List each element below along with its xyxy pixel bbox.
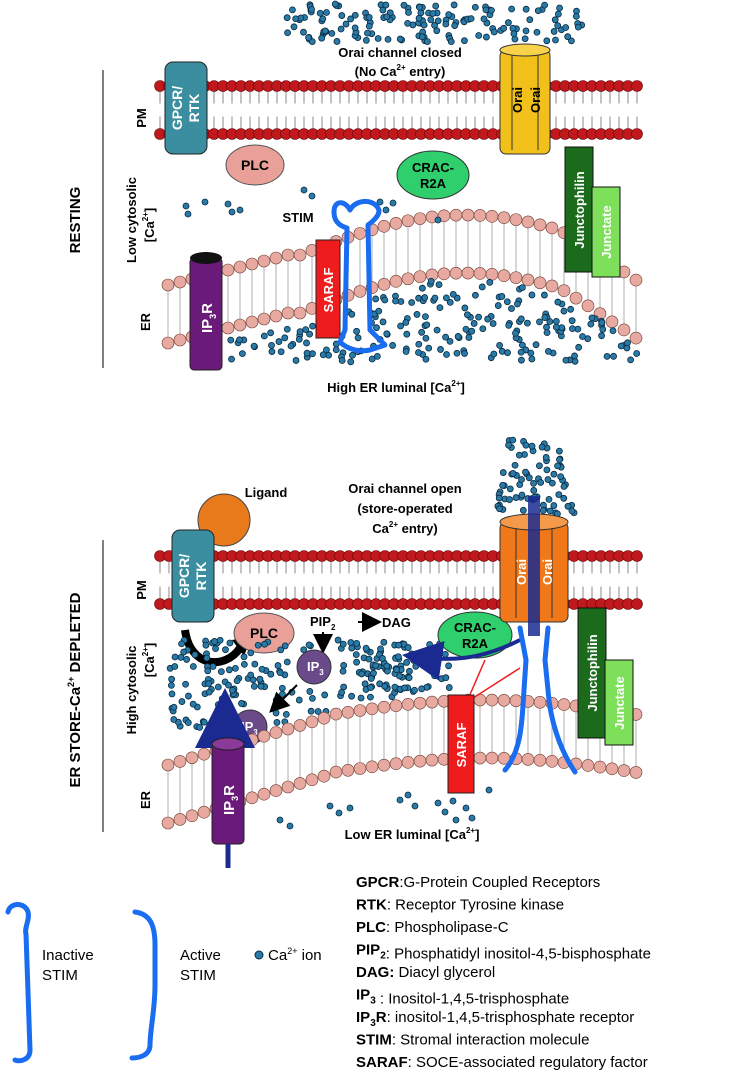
er-label: ER: [138, 312, 153, 331]
er-luminal-calcium-ions: [227, 277, 641, 366]
plc-2: [233, 612, 295, 654]
stim-active: [502, 625, 578, 775]
junctate-label: Junctate: [599, 205, 614, 258]
plasma-membrane: [154, 80, 643, 140]
ca-ion-symbol: [254, 950, 264, 960]
plc-label: PLC: [241, 157, 269, 173]
plc: [225, 144, 285, 186]
crac-label-2a: CRAC-: [454, 620, 496, 635]
junctate: [591, 186, 621, 278]
inactive-stim-label-1: Inactive: [42, 947, 94, 964]
junctate-label-2: Junctate: [612, 676, 627, 729]
ligand-label: Ligand: [245, 485, 288, 500]
pm-label-2: PM: [134, 580, 149, 600]
gpcr-label-2: GPCR/: [176, 554, 192, 598]
ip3r-label-2: IP3R: [221, 785, 240, 815]
orai-open-label-1: Orai: [514, 559, 529, 585]
crac-r2a: [396, 150, 470, 200]
rtk-label-2: RTK: [193, 562, 209, 591]
pip2-label: PIP2: [310, 614, 336, 632]
junctophilin-2: [577, 607, 607, 739]
active-stim-symbol: [129, 909, 158, 1061]
plc-label-2: PLC: [250, 625, 278, 641]
gpcr-rtk: [164, 61, 208, 155]
saraf-label-2: SARAF: [454, 723, 469, 768]
gpcr-to-plc-arrow: [181, 629, 244, 666]
legend: Inactive STIM Active STIM Ca2+ ion GPCR:…: [5, 874, 651, 1071]
er-luminal-low-label: Low ER luminal [Ca2+]: [345, 826, 480, 842]
junctate-2: [604, 659, 634, 746]
ip3-move-arrow: [269, 684, 298, 713]
abbreviation-item: IP3R: inositol-1,4,5-trisphosphate recep…: [356, 1009, 634, 1029]
orai-channel-closed: Orai Orai: [499, 43, 551, 155]
abbreviation-item: GPCR:G-Protein Coupled Receptors: [356, 874, 600, 891]
calcium-influx-arrow: [402, 638, 521, 681]
abbreviation-item: SARAF: SOCE-associated regulatory factor: [356, 1054, 648, 1071]
extracellular-calcium-ions: [283, 0, 586, 46]
cytosol-label-1: Low cytosolic: [124, 177, 139, 263]
cytosol-label-2: [Ca2+]: [141, 208, 157, 242]
abbreviation-item: STIM: Stromal interaction molecule: [356, 1032, 589, 1049]
saraf-label: SARAF: [321, 268, 336, 313]
saraf-2: [447, 694, 475, 794]
abbreviation-item: DAG: Diacyl glycerol: [356, 964, 495, 981]
crac-label-2: R2A: [420, 176, 447, 191]
junctophilin-label-2: Junctophilin: [585, 634, 600, 711]
orai-label-1: Orai: [510, 87, 525, 113]
junctophilin-label: Junctophilin: [572, 171, 587, 248]
resting-label: RESTING: [67, 187, 84, 254]
orai-closed-label: Orai channel closed: [338, 45, 462, 60]
saraf: [315, 239, 341, 339]
cytosol-high-label-1: High cytosolic: [124, 646, 139, 735]
stim-label: STIM: [282, 210, 313, 225]
active-stim-label-2: STIM: [180, 967, 216, 984]
ca-ion-label: Ca2+ ion: [268, 946, 322, 964]
orai-open-sublabel: (store-operated: [357, 501, 452, 516]
plasma-membrane: [154, 550, 643, 610]
ip3-molecule: [296, 649, 332, 685]
gpcr-rtk-2: [171, 529, 215, 623]
pm-label: PM: [134, 108, 149, 128]
depleted-panel: ER STORE-Ca2+ DEPLETED Orai channel open…: [66, 436, 643, 868]
crac-label-1: CRAC-: [412, 160, 454, 175]
cytosol-high-label-2: [Ca2+]: [141, 643, 157, 677]
abbreviation-item: RTK: Receptor Tyrosine kinase: [356, 897, 564, 914]
er-label-2: ER: [138, 790, 153, 809]
orai-label-2: Orai: [528, 87, 543, 113]
ip3-receptor: IP3R: [189, 252, 223, 371]
orai-channel-open: Orai Orai: [499, 496, 569, 636]
crac-label-2b: R2A: [462, 636, 489, 651]
orai-open-label: Orai channel open: [348, 481, 461, 496]
ip3r-label: IP3R: [199, 303, 218, 333]
inactive-stim-label-2: STIM: [42, 967, 78, 984]
inactive-stim-symbol: [5, 902, 33, 1064]
rtk-label: RTK: [186, 94, 202, 123]
gpcr-label: GPCR/: [169, 86, 185, 130]
junctophilin: [564, 146, 594, 273]
resting-panel: RESTING Orai channel closed (No Ca2+ ent…: [67, 0, 643, 395]
abbreviation-item: PIP2: Phosphatidyl inositol-4,5-bisphosp…: [356, 942, 651, 963]
active-stim-label-1: Active: [180, 947, 221, 964]
orai-closed-sublabel: (No Ca2+ entry): [355, 63, 446, 79]
dag-label: DAG: [382, 615, 411, 630]
abbreviation-item: PLC: Phospholipase-C: [356, 919, 509, 936]
ip3-receptor-2: IP3R: [211, 737, 245, 868]
abbreviation-item: IP3 : Inositol-1,4,5-trisphosphate: [356, 987, 569, 1008]
orai-open-sublabel-2: Ca2+ entry): [372, 520, 437, 536]
orai-open-label-2: Orai: [540, 559, 555, 585]
ip3-label: IP3: [307, 659, 324, 677]
saraf-inhibition-line-2: [469, 667, 521, 701]
cytosolic-calcium-ions: [182, 186, 442, 224]
er-luminal-calcium-ions-low: [276, 786, 493, 830]
er-luminal-high-label: High ER luminal [Ca2+]: [327, 379, 465, 395]
stim-inactive: [331, 199, 388, 354]
depleted-label: ER STORE-Ca2+ DEPLETED: [66, 592, 84, 787]
